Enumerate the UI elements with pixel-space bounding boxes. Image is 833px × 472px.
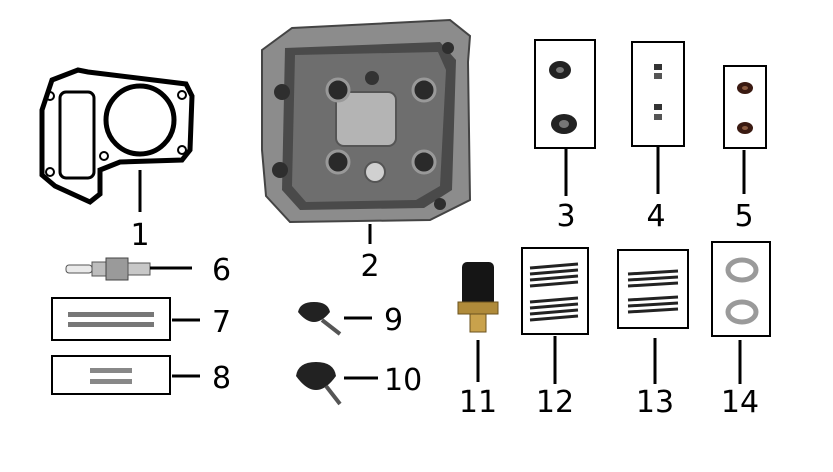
callout-12: 12 <box>536 385 574 420</box>
part-5-oil-seals <box>723 65 767 194</box>
part-7-long-studs <box>51 297 200 341</box>
callout-8: 8 <box>212 361 231 396</box>
part-2-cylinder-head <box>261 18 472 244</box>
callout-6: 6 <box>212 253 231 288</box>
part-10-exhaust-valve <box>296 362 378 406</box>
callout-5: 5 <box>734 199 753 234</box>
part-4-valve-cotters <box>631 41 685 194</box>
callout-4: 4 <box>646 199 665 234</box>
callout-14: 14 <box>721 385 759 420</box>
part-12-valve-springs-outer <box>521 247 589 384</box>
part-11-temperature-sensor <box>457 262 499 382</box>
part-14-spring-washers <box>711 241 771 384</box>
part-3-valve-seals <box>534 39 596 196</box>
part-6-spark-plug <box>65 257 192 281</box>
callout-2: 2 <box>360 249 379 284</box>
callout-7: 7 <box>212 305 231 340</box>
callout-11: 11 <box>459 385 497 420</box>
callout-13: 13 <box>636 385 674 420</box>
part-13-valve-springs-inner <box>617 249 689 384</box>
callout-9: 9 <box>384 303 403 338</box>
callout-10: 10 <box>384 363 422 398</box>
part-1-gasket <box>39 67 195 212</box>
callout-1: 1 <box>130 218 149 253</box>
callout-3: 3 <box>556 199 575 234</box>
part-8-dowel-pins <box>51 355 200 395</box>
part-9-intake-valve <box>298 302 372 336</box>
